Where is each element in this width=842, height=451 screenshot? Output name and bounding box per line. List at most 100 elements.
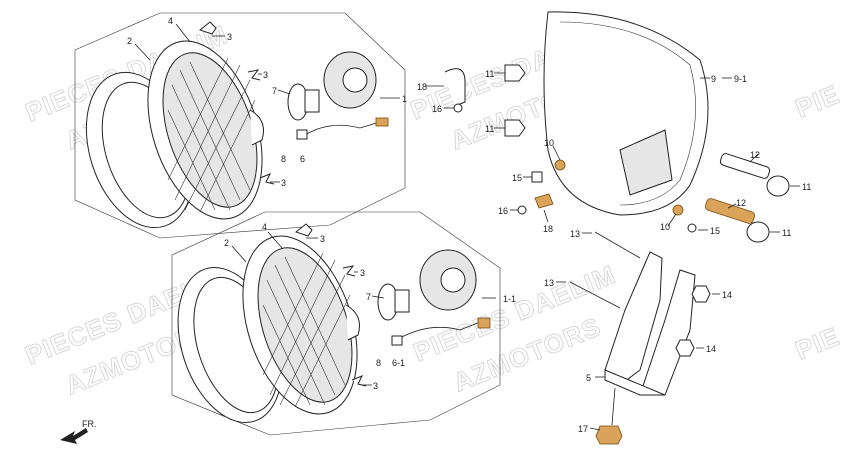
callout: 15 <box>710 226 720 236</box>
callout: 3 <box>263 70 268 80</box>
headlight-case: 18 16 11 11 9 9-1 10 15 16 18 12 11 12 1… <box>417 11 811 243</box>
grommet-collar <box>766 175 790 197</box>
callout: 12 <box>736 198 746 208</box>
leader <box>371 295 385 299</box>
case-window <box>619 129 673 196</box>
callout: 12 <box>750 150 760 160</box>
callout: 1-1 <box>503 294 516 304</box>
nut <box>675 339 695 357</box>
callout: 11 <box>485 124 494 134</box>
callout: 14 <box>706 344 716 354</box>
watermark: PIE <box>791 79 842 124</box>
callout: 14 <box>722 290 732 300</box>
callout: 3 <box>320 234 325 244</box>
watermark: PIE <box>791 321 842 366</box>
spring-clip <box>294 223 313 237</box>
leader <box>589 427 601 431</box>
bracket-plate <box>604 251 663 386</box>
socket-hole <box>440 267 466 293</box>
leader <box>543 209 549 223</box>
callout: 10 <box>660 222 670 232</box>
callout: 9 <box>711 74 716 84</box>
callout: 3 <box>360 268 365 278</box>
nut <box>691 285 711 303</box>
callout: 1 <box>402 94 407 104</box>
leader <box>267 231 283 249</box>
leader <box>727 203 737 209</box>
stem-bolt <box>611 387 616 426</box>
leader <box>231 245 247 263</box>
grommet <box>672 204 684 216</box>
callout: 7 <box>366 292 371 302</box>
grommet-collar <box>746 221 770 243</box>
collar <box>504 119 526 137</box>
callout: 7 <box>272 86 277 96</box>
callout: 16 <box>432 104 442 114</box>
spring-clip <box>259 173 275 185</box>
callout: 17 <box>578 424 588 434</box>
callout: 4 <box>262 222 267 232</box>
leader <box>749 153 759 163</box>
arrow-icon <box>60 428 88 444</box>
callout: 3 <box>373 381 378 391</box>
lens-grid-lines <box>167 57 256 213</box>
spacer-tube <box>719 153 771 179</box>
bottom-headlight-assembly: 2 4 3 3 7 1-1 8 6-1 3 <box>171 211 516 436</box>
wire-harness <box>399 321 481 339</box>
bulb-base <box>394 289 410 313</box>
reflector-back <box>249 109 264 146</box>
callout: 3 <box>281 178 286 188</box>
callout: 3 <box>227 32 232 42</box>
callout: 2 <box>224 238 229 248</box>
callout: 13 <box>570 229 580 239</box>
screw <box>453 103 463 113</box>
socket-hole <box>342 67 368 93</box>
reflector-back <box>345 304 360 341</box>
callout: 11 <box>782 228 791 238</box>
lens-grid-lines <box>262 252 351 408</box>
callout: 11 <box>485 69 494 79</box>
bulb-base <box>304 89 320 113</box>
callout: 5 <box>586 373 591 383</box>
assembly-outline <box>171 211 501 436</box>
spring-clip <box>198 21 217 35</box>
callout: 4 <box>168 16 173 26</box>
callout: 11 <box>802 182 811 192</box>
callout: 18 <box>417 82 427 92</box>
assembly-outline <box>74 12 406 239</box>
case-inner-edge <box>559 21 696 206</box>
callout: 18 <box>543 224 553 234</box>
front-direction-indicator: FR. <box>60 419 97 444</box>
spring-clip <box>247 69 261 81</box>
leader <box>552 145 561 161</box>
callout: 8 <box>281 154 286 164</box>
bolt <box>594 231 641 259</box>
screw <box>517 205 527 215</box>
direction-label: FR. <box>82 419 97 429</box>
callout: 2 <box>127 36 132 46</box>
leader <box>175 23 191 43</box>
screw <box>687 223 697 233</box>
nut <box>531 171 543 183</box>
headlight-bracket: 13 13 14 14 5 17 <box>544 229 732 445</box>
connector <box>477 317 491 329</box>
position-bulb <box>296 129 308 140</box>
wire-harness <box>304 121 381 136</box>
top-headlight-assembly: 4 3 2 3 7 1 8 6 3 <box>74 12 407 239</box>
callout: 9-1 <box>734 74 747 84</box>
clip <box>534 193 554 209</box>
leader <box>667 213 677 227</box>
callout: 15 <box>512 173 522 183</box>
leader <box>277 89 291 95</box>
position-bulb <box>391 335 403 346</box>
callout: 13 <box>544 278 554 288</box>
case-shell <box>543 11 709 216</box>
spring-clip <box>342 265 356 277</box>
callout: 8 <box>376 358 381 368</box>
callout: 16 <box>498 206 508 216</box>
spacer-tube <box>705 198 755 224</box>
lens-grid <box>162 52 258 208</box>
callout: 10 <box>544 138 554 148</box>
